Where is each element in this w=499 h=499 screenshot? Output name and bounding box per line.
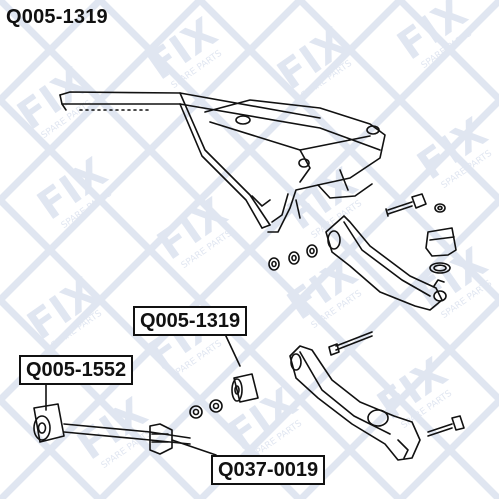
watermark-line [97,0,499,404]
watermark-line [496,496,499,499]
mid-bolt [328,331,373,356]
leader-lines [45,333,241,456]
strut-bar [63,423,191,455]
watermark-line [0,0,103,105]
stabilizer-frame [59,91,381,229]
part-label-q037-0019: Q037-0019 [211,455,326,485]
watermark-line [0,495,4,499]
ball-joint-boot [425,227,457,274]
watermark-line [397,0,499,104]
watermark-line [0,395,104,499]
upper-bolt [385,193,446,217]
bushing-q005-1319 [231,373,259,403]
watermark-line [0,95,404,499]
lower-bolt [427,415,465,437]
upper-control-arm [325,215,447,311]
part-label-q005-1552: Q005-1552 [19,355,134,385]
washer-set-upper [268,244,318,271]
watermark-line [197,0,499,304]
watermark-line [297,0,499,204]
watermark-line [0,295,204,499]
bushing-q005-1552 [33,403,65,443]
watermark-line [0,0,303,305]
watermark-line [0,195,304,499]
part-label-q005-1319: Q005-1319 [133,306,248,336]
leader-q005-1319 [224,333,241,367]
watermark-line [0,0,203,205]
watermark-line [396,396,499,499]
crossmember [204,99,386,233]
page-title: Q005-1319 [6,6,108,28]
lower-control-arm [289,345,421,461]
watermark-line [196,196,499,499]
washer-set-lower [189,399,223,419]
leader-q037-0019 [171,439,217,456]
watermark-line [0,0,403,405]
